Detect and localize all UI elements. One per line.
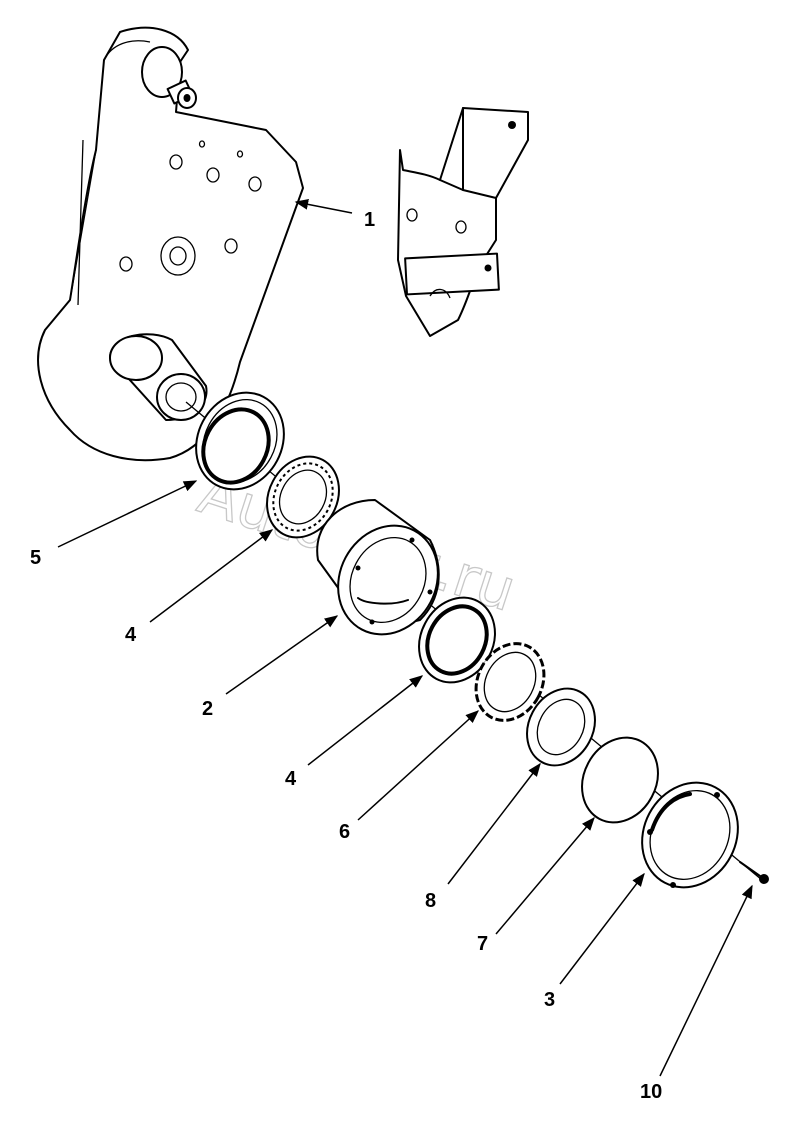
bracket-detail-inset — [397, 107, 529, 337]
leader-7 — [495, 816, 595, 935]
leader-1 — [294, 199, 353, 214]
part-10-bolt — [739, 861, 769, 884]
leader-3 — [559, 872, 645, 985]
leader-4a — [149, 529, 274, 623]
part-5-seal — [195, 391, 285, 491]
part-6-tab-washer — [474, 642, 546, 722]
callout-3: 3 — [544, 989, 555, 1011]
part-4-bearing-upper — [266, 455, 340, 539]
callout-6: 6 — [339, 821, 350, 843]
callout-1: 1 — [364, 209, 375, 231]
leader-6 — [357, 710, 479, 821]
callout-4-lower: 4 — [285, 768, 297, 790]
part-1-mounting-plate — [37, 26, 304, 462]
leader-2 — [225, 615, 339, 695]
callout-5: 5 — [30, 547, 41, 569]
part-3-hub-cap — [641, 781, 739, 889]
leader-10 — [659, 884, 753, 1077]
part-7-gasket — [581, 736, 659, 824]
part-2-hub-housing — [316, 499, 440, 636]
callout-2: 2 — [202, 698, 213, 720]
leader-4b — [307, 675, 424, 766]
part-4-bearing-lower — [418, 596, 496, 684]
callout-8: 8 — [425, 890, 436, 912]
callout-4-upper: 4 — [125, 624, 137, 646]
leader-8 — [447, 762, 541, 885]
callout-7: 7 — [477, 933, 488, 955]
part-8-nut — [526, 687, 596, 767]
leader-5 — [57, 480, 198, 548]
callout-10: 10 — [640, 1081, 662, 1103]
